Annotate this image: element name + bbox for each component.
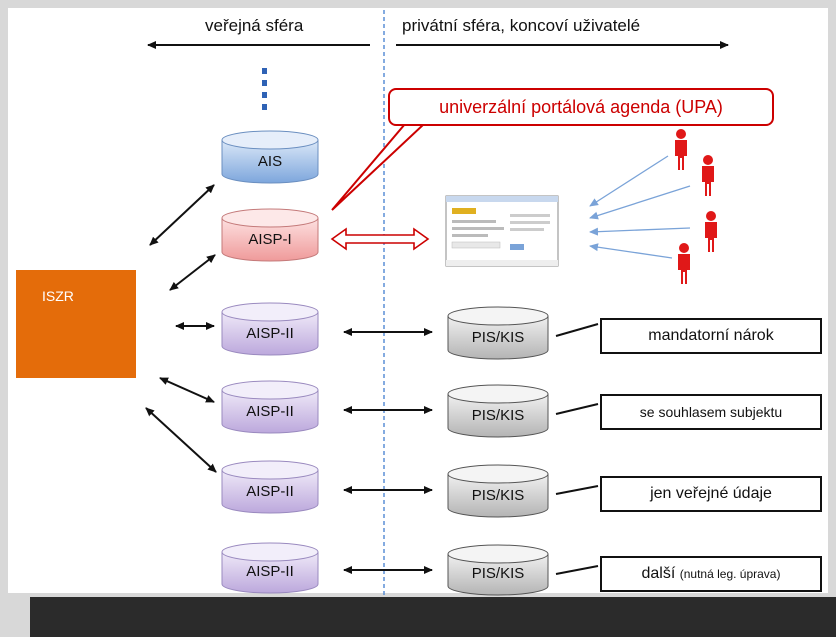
upa-label: univerzální portálová agenda (UPA) (439, 96, 723, 117)
ais-cylinder (221, 130, 319, 184)
aisp-i-label: AISP-I (248, 231, 292, 248)
private-sphere-label: privátní sféra, koncoví uživatelé (402, 16, 641, 35)
iszr-aisp-ii-arrow (159, 377, 215, 403)
aisp-ii-label: AISP-II (246, 325, 294, 342)
user-access-arrow (589, 243, 673, 259)
aisp-i-portal-double-arrow (330, 227, 430, 251)
pis-kis-cylinder (447, 306, 549, 360)
category-label: další (641, 565, 676, 582)
iszr-block (16, 270, 136, 378)
ais-label: AIS (257, 153, 283, 170)
category-label: mandatorní nárok (648, 327, 774, 344)
pis-category-connector (555, 485, 599, 495)
pis-kis-cylinder (447, 384, 549, 438)
user-access-arrow (589, 227, 691, 236)
aisp-ii-label: AISP-II (246, 403, 294, 420)
user-icon (702, 155, 714, 196)
pis-kis-label: PIS/KIS (471, 565, 525, 582)
category-note: (nutná leg. úprava) (679, 567, 781, 581)
user-access-arrow (589, 185, 691, 220)
user-icon (705, 211, 717, 252)
user-icon (678, 243, 690, 284)
category-label: jen veřejné údaje (650, 485, 772, 502)
category-box: další (nutná leg. úprava) (600, 556, 822, 592)
pis-category-connector (555, 565, 599, 575)
aisp-ii-label: AISP-II (246, 483, 294, 500)
category-label: se souhlasem subjektu (639, 404, 783, 420)
aisp-ii-cylinder (221, 460, 319, 514)
iszr-ais-arrow (149, 184, 215, 246)
pis-category-connector (555, 323, 599, 337)
iszr-aisp-i-arrow (169, 254, 216, 291)
pis-kis-cylinder (447, 464, 549, 518)
aisp-ii-cylinder (221, 542, 319, 594)
pis-kis-label: PIS/KIS (471, 487, 525, 504)
category-box: se souhlasem subjektu (600, 394, 822, 430)
public-sphere-label: veřejná sféra (205, 16, 304, 35)
portal-screenshot (445, 195, 559, 267)
iszr-aisp-ii-arrow (145, 407, 217, 473)
pis-category-connector (555, 403, 599, 415)
aisp-ii-label: AISP-II (246, 563, 294, 580)
category-box: mandatorní nárok (600, 318, 822, 354)
iszr-label: ISZR (42, 288, 74, 304)
category-box: jen veřejné údaje (600, 476, 822, 512)
upa-callout-pointer (331, 123, 427, 211)
upa-box: univerzální portálová agenda (UPA) (388, 88, 774, 126)
aisp-ii-cylinder (221, 302, 319, 356)
aisp-ii-cylinder (221, 380, 319, 434)
pis-kis-cylinder (447, 544, 549, 596)
bottom-bar (30, 597, 836, 637)
pis-kis-label: PIS/KIS (471, 329, 525, 346)
pis-kis-label: PIS/KIS (471, 407, 525, 424)
user-icon (675, 129, 687, 170)
user-access-arrow (589, 155, 669, 207)
aisp-i-cylinder (221, 208, 319, 262)
ellipsis-dots (262, 68, 267, 110)
